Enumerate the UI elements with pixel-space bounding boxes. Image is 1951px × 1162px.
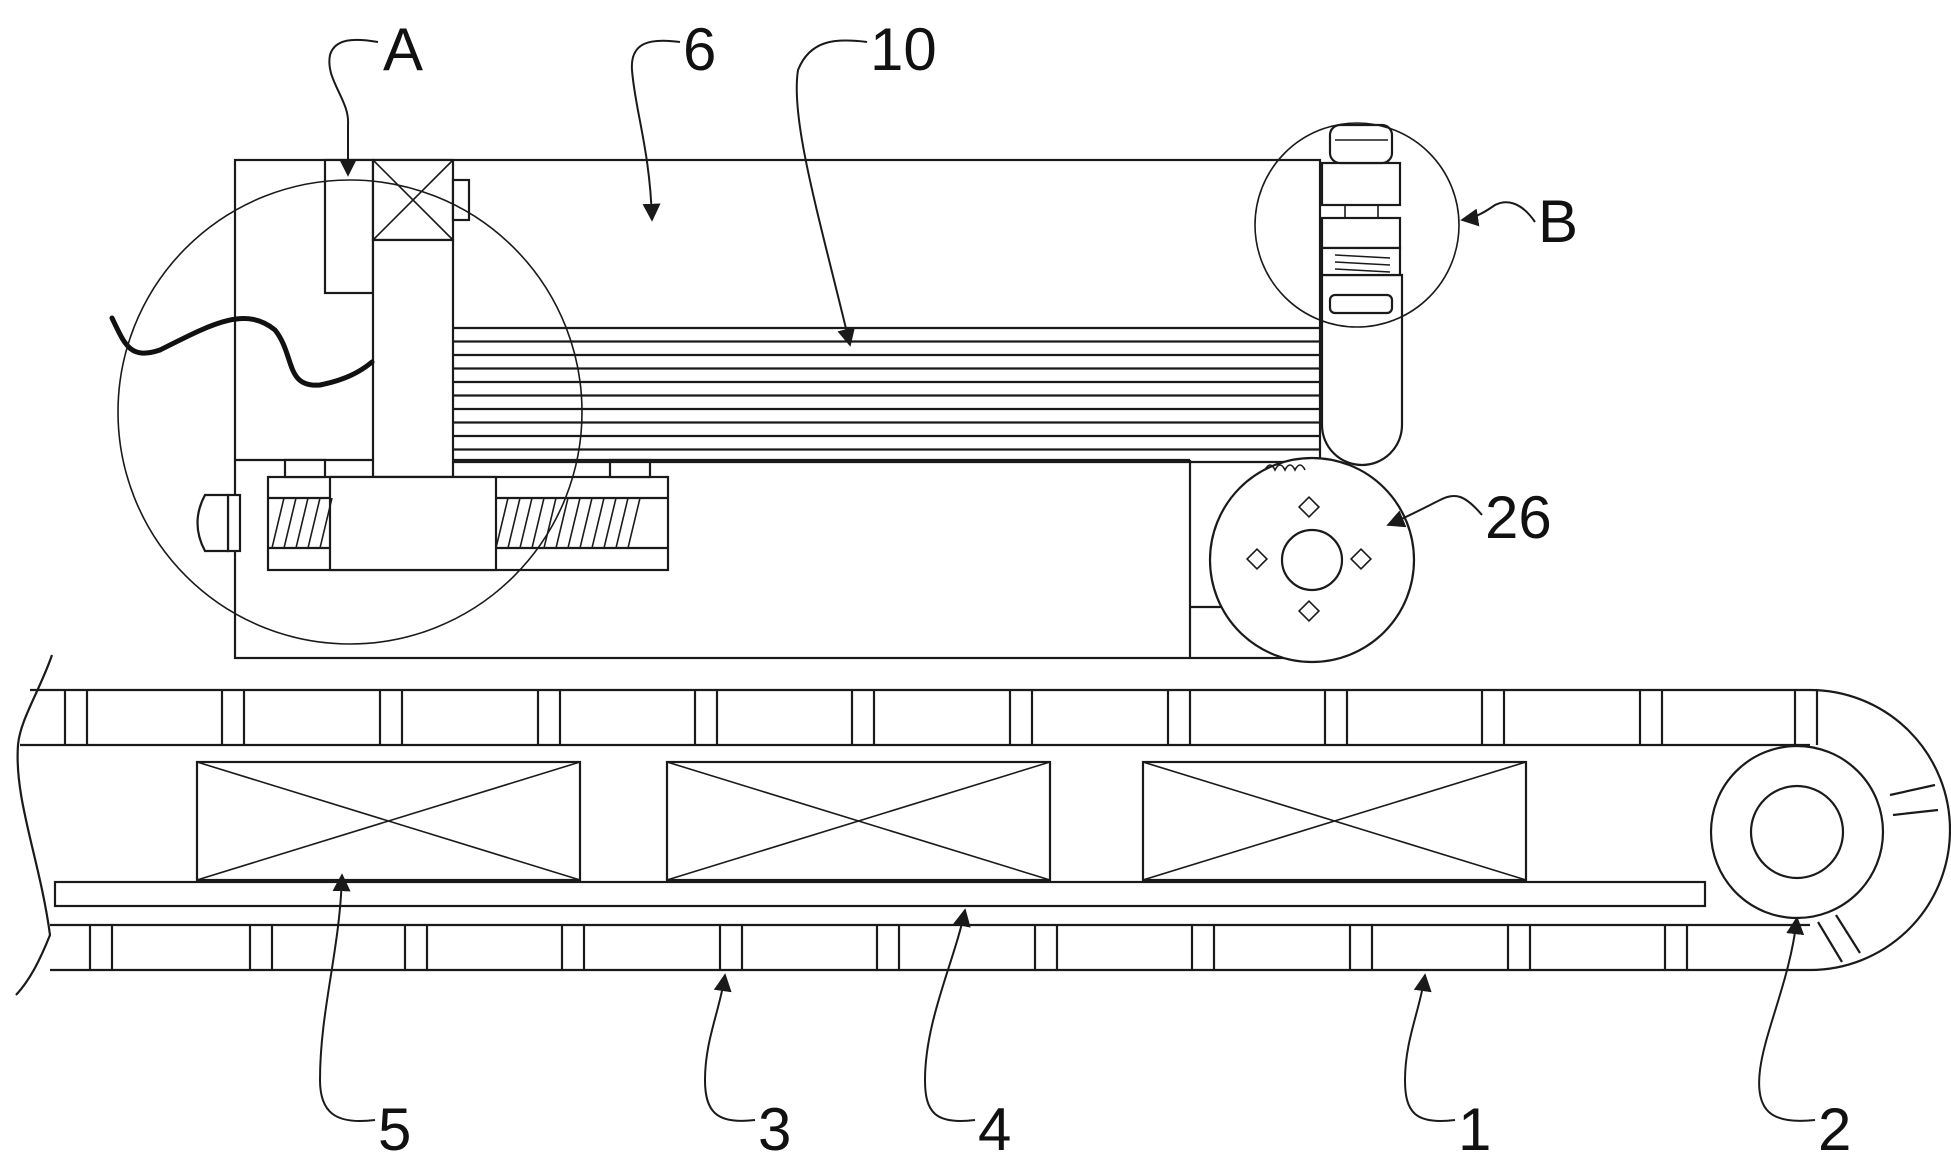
conveyor-break-line	[16, 655, 52, 995]
leader-10	[797, 40, 867, 345]
label-2: 2	[1818, 1096, 1851, 1162]
motor-tab	[453, 180, 469, 220]
label-1: 1	[1458, 1096, 1491, 1162]
screw-assembly	[198, 460, 669, 570]
label-6: 6	[683, 16, 716, 83]
drive-roller	[1711, 746, 1883, 918]
leader-6	[632, 41, 680, 220]
label-a: A	[383, 16, 423, 83]
cargo-box	[667, 762, 1050, 880]
label-b: B	[1538, 188, 1578, 255]
label-5: 5	[378, 1096, 411, 1162]
bottom-belt	[50, 925, 1810, 970]
leader-b	[1462, 202, 1535, 222]
leader-5	[320, 875, 375, 1121]
cable	[112, 318, 372, 385]
conveyor	[16, 655, 1950, 995]
tension-roller	[1322, 125, 1402, 465]
leader-3	[705, 975, 755, 1121]
label-4: 4	[978, 1096, 1011, 1162]
upper-machine	[112, 123, 1459, 662]
cargo-boxes	[197, 762, 1526, 880]
end-knob	[198, 495, 229, 551]
vertical-column	[373, 240, 453, 477]
leader-1	[1405, 975, 1455, 1121]
slider-block	[330, 477, 496, 570]
cargo-box	[197, 762, 580, 880]
label-3: 3	[758, 1096, 791, 1162]
disc	[1210, 458, 1414, 662]
label-10: 10	[870, 16, 937, 83]
leader-4	[925, 910, 975, 1121]
annotations: A 6 10 B 26 5 3 4 1 2	[320, 16, 1851, 1162]
cargo-box	[1143, 762, 1526, 880]
leader-a	[329, 40, 378, 175]
frame-rail	[55, 882, 1705, 906]
leader-2	[1759, 918, 1815, 1121]
top-belt	[20, 690, 1817, 745]
belt-strips	[453, 328, 1320, 462]
label-26: 26	[1485, 484, 1552, 551]
